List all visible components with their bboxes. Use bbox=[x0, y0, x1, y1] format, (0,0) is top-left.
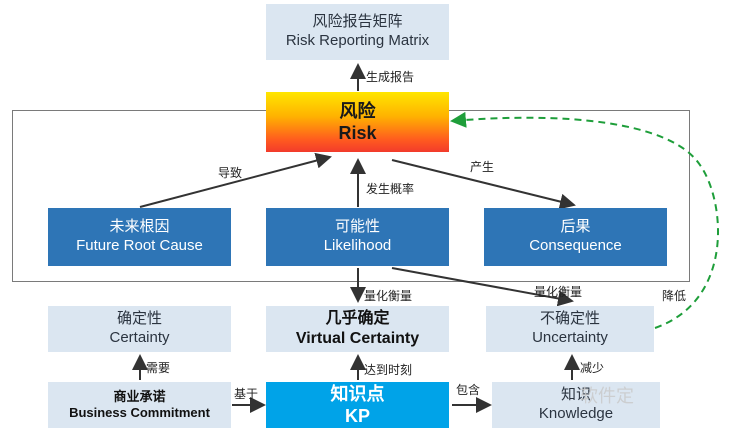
consequence-en: Consequence bbox=[529, 237, 622, 254]
label-produce: 产生 bbox=[470, 160, 495, 174]
certainty-en: Certainty bbox=[109, 329, 170, 346]
future-root-cause-zh: 未来根因 bbox=[109, 218, 170, 236]
kp-box: 知识点 KP bbox=[266, 382, 449, 428]
arrow-likelihood-to-uncertainty bbox=[391, 267, 574, 307]
virtual-certainty-en: Virtual Certainty bbox=[295, 330, 420, 347]
kp-zh: 知识点 bbox=[330, 383, 385, 404]
risk-reporting-matrix-box: 风险报告矩阵 Risk Reporting Matrix bbox=[266, 4, 449, 60]
label-based-on: 基于 bbox=[234, 387, 259, 401]
risk-box: 风险 Risk bbox=[266, 92, 449, 152]
business-commitment-zh: 商业承诺 bbox=[113, 388, 166, 404]
uncertainty-box: 不确定性 Uncertainty bbox=[486, 306, 654, 352]
knowledge-zh: 知识 bbox=[560, 386, 591, 404]
risk-reporting-matrix-en: Risk Reporting Matrix bbox=[285, 32, 430, 49]
label-lead-to: 导致 bbox=[218, 166, 243, 180]
future-root-cause-box: 未来根因 Future Root Cause bbox=[48, 208, 231, 266]
knowledge-en: Knowledge bbox=[538, 405, 614, 422]
label-generate-report: 生成报告 bbox=[366, 70, 415, 84]
risk-reporting-matrix-zh: 风险报告矩阵 bbox=[312, 13, 403, 31]
virtual-certainty-box: 几乎确定 Virtual Certainty bbox=[266, 306, 449, 352]
business-commitment-en: Business Commitment bbox=[69, 405, 210, 420]
label-occurrence-probability: 发生概率 bbox=[366, 182, 415, 196]
arrow-uncertainty-reduces-risk bbox=[450, 111, 719, 329]
uncertainty-zh: 不确定性 bbox=[539, 310, 600, 328]
label-contain: 包含 bbox=[456, 383, 481, 397]
consequence-zh: 后果 bbox=[560, 218, 591, 236]
risk-zh: 风险 bbox=[339, 100, 376, 121]
arrow-rootcause-to-risk bbox=[139, 152, 332, 208]
label-quantify-measure-1: 量化衡量 bbox=[364, 289, 413, 303]
likelihood-box: 可能性 Likelihood bbox=[266, 208, 449, 266]
risk-en: Risk bbox=[338, 123, 377, 143]
certainty-box: 确定性 Certainty bbox=[48, 306, 231, 352]
label-quantify-measure-2: 量化衡量 bbox=[534, 285, 583, 299]
virtual-certainty-zh: 几乎确定 bbox=[325, 310, 390, 327]
business-commitment-box: 商业承诺 Business Commitment bbox=[48, 382, 231, 428]
future-root-cause-en: Future Root Cause bbox=[76, 237, 203, 254]
label-reduce: 降低 bbox=[662, 289, 687, 303]
likelihood-zh: 可能性 bbox=[334, 218, 380, 236]
watermark: 软件定 bbox=[580, 386, 634, 406]
arrow-risk-to-consequence bbox=[391, 159, 576, 210]
kp-en: KP bbox=[344, 406, 370, 426]
label-reach-moment: 达到时刻 bbox=[364, 363, 413, 377]
label-decrease: 减少 bbox=[580, 361, 605, 375]
uncertainty-en: Uncertainty bbox=[532, 329, 608, 346]
likelihood-en: Likelihood bbox=[323, 237, 392, 254]
consequence-box: 后果 Consequence bbox=[484, 208, 667, 266]
label-need: 需要 bbox=[146, 361, 171, 375]
knowledge-box: 知识 Knowledge bbox=[492, 382, 660, 428]
certainty-zh: 确定性 bbox=[116, 310, 162, 328]
